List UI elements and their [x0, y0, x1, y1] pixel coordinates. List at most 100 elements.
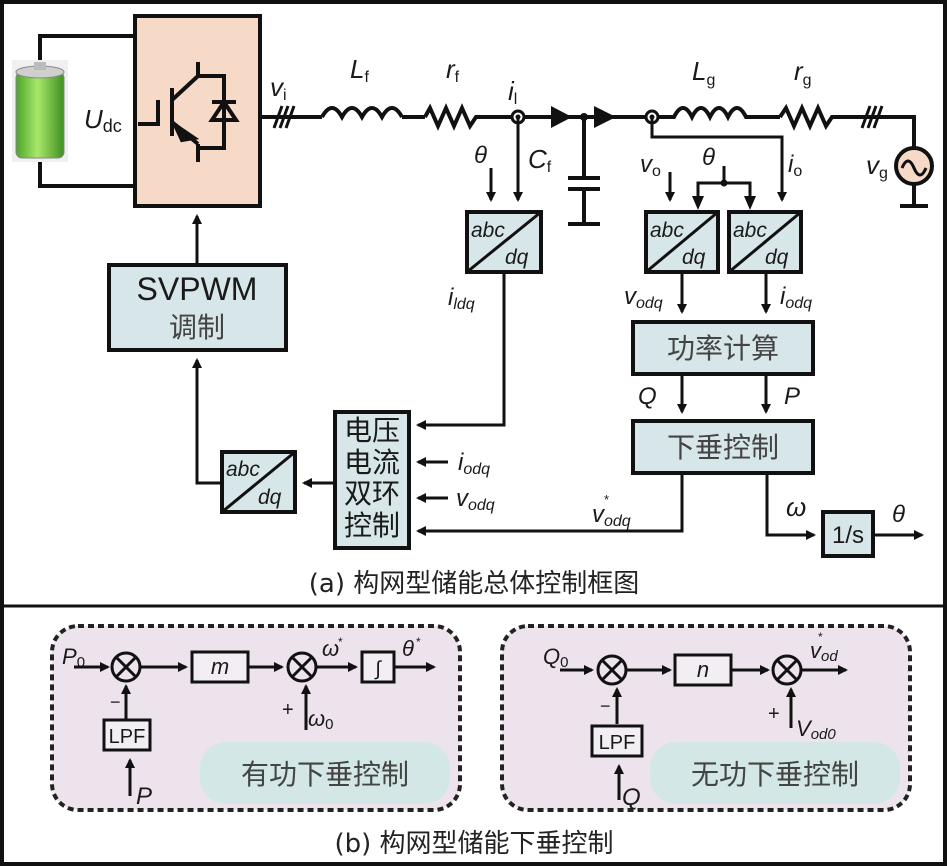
io-label: io — [788, 151, 802, 180]
vodq-label-2: vodq — [456, 485, 495, 514]
omega-label: ω — [786, 492, 806, 522]
lg-label: Lg — [692, 56, 715, 89]
theta-out-label: θ — [892, 501, 905, 528]
inductor-lf — [320, 106, 425, 122]
svg-text:abc: abc — [733, 219, 767, 242]
p-input-label: P — [136, 783, 152, 810]
svg-text:*: * — [338, 635, 343, 649]
svg-text:+: + — [282, 699, 294, 721]
svg-text:电压: 电压 — [344, 415, 400, 446]
svg-text:LPF: LPF — [109, 726, 146, 748]
svg-text:控制: 控制 — [344, 510, 400, 541]
svg-text:m: m — [211, 654, 229, 679]
three-phase-mark — [272, 105, 296, 129]
dc-wire-top — [38, 34, 135, 60]
caption-b: (b) 构网型储能下垂控制 — [334, 829, 613, 859]
reactive-droop-title: 无功下垂控制 — [691, 758, 859, 791]
svg-text:n: n — [697, 657, 709, 682]
q0-label: Q0 — [543, 644, 568, 671]
omega0-label: ω0 — [308, 706, 333, 733]
dc-wire-bottom — [38, 162, 135, 188]
power-calc-label: 功率计算 — [667, 332, 779, 365]
active-droop-title: 有功下垂控制 — [241, 758, 409, 791]
active-title-pill — [200, 742, 450, 804]
abc-dq-block-out: abc dq — [220, 450, 297, 514]
vg-label: vg — [866, 150, 888, 182]
svg-text:*: * — [604, 492, 609, 507]
cf-label: Cf — [528, 144, 552, 176]
svg-text:dq: dq — [258, 486, 282, 509]
three-phase-mark — [860, 105, 884, 129]
svpwm-label: SVPWM — [137, 271, 258, 307]
panel-b-reactive: 无功下垂控制 Q0 n vod * − LPF Q + Vod0 — [500, 624, 912, 812]
panel-a: Udc vi Lf rf il Cf θ — [12, 14, 934, 599]
inductor-lg — [658, 106, 780, 122]
integrator-label: 1/s — [832, 522, 864, 549]
svg-text:*: * — [416, 635, 421, 649]
integrator-small-block — [360, 650, 396, 684]
svg-text:abc: abc — [226, 458, 260, 481]
abc-dq-block-io: abc dq — [727, 210, 803, 274]
svg-text:电流: 电流 — [344, 447, 400, 478]
flow-arrow — [551, 106, 572, 128]
reactive-title-pill — [650, 742, 900, 804]
battery-icon — [12, 60, 68, 162]
svg-text:−: − — [110, 692, 121, 712]
svpwm-block — [107, 263, 288, 352]
q-input-label: Q — [622, 784, 641, 811]
iodq-label-1: iodq — [780, 283, 812, 312]
resistor-rg — [778, 103, 916, 148]
udc-label: Udc — [84, 104, 122, 136]
abc-dq-block-vo: abc dq — [644, 210, 720, 274]
il-label: il — [508, 76, 517, 108]
svg-text:abc: abc — [471, 219, 505, 242]
abc-dq-block-il: abc dq — [465, 210, 543, 274]
svg-text:dq: dq — [682, 246, 706, 269]
igbt-icon — [138, 62, 240, 162]
svg-text:dq: dq — [505, 246, 529, 269]
caption-a: (a) 构网型储能总体控制框图 — [309, 569, 640, 599]
lpf-block-reactive — [590, 724, 644, 758]
theta-label-2: θ — [702, 144, 715, 171]
q-label: Q — [638, 383, 657, 410]
svg-text:dq: dq — [765, 246, 789, 269]
svg-text:+: + — [768, 703, 780, 725]
rg-label: rg — [794, 56, 812, 89]
svg-text:∫: ∫ — [374, 658, 382, 680]
panel-b-active: 有功下垂控制 P0 m ω * ∫ θ * − LPF P + ω0 — [50, 624, 462, 812]
ildq-label: ildq — [448, 284, 475, 313]
flow-arrow — [594, 106, 616, 128]
inverter-block — [133, 14, 262, 208]
p0-label: P0 — [62, 644, 85, 671]
gain-n-block — [673, 653, 733, 687]
svg-text:双环: 双环 — [344, 478, 400, 509]
svg-text:abc: abc — [650, 219, 684, 242]
svpwm-sub-label: 调制 — [169, 311, 225, 344]
theta-ref-label: θ — [402, 636, 414, 661]
lf-label: Lf — [350, 54, 369, 86]
gain-m-block — [190, 650, 250, 684]
vodq-ref-label: vodq — [592, 501, 631, 530]
dual-loop-control-block — [333, 410, 411, 550]
vi-label: vi — [270, 72, 287, 104]
power-calc-block — [631, 320, 815, 376]
omega-ref-label: ω — [322, 636, 339, 661]
droop-control-block — [631, 419, 815, 475]
svg-text:LPF: LPF — [599, 732, 636, 754]
vodq-label-1: vodq — [624, 283, 663, 312]
dual-loop-label: 电压 电流 双环 控制 — [344, 415, 400, 541]
svg-text:−: − — [600, 696, 611, 716]
vod-ref-label: vod — [810, 638, 838, 665]
svg-text:*: * — [818, 630, 823, 644]
rf-label: rf — [446, 54, 460, 86]
lpf-block-active — [102, 718, 152, 752]
iodq-label-2: iodq — [458, 449, 490, 478]
droop-control-label: 下垂控制 — [667, 431, 779, 464]
p-label: P — [784, 383, 800, 410]
theta-label-1: θ — [474, 142, 487, 169]
vod0-label: Vod0 — [796, 716, 836, 743]
vo-label: vo — [640, 151, 661, 180]
resistor-rf — [423, 103, 512, 131]
